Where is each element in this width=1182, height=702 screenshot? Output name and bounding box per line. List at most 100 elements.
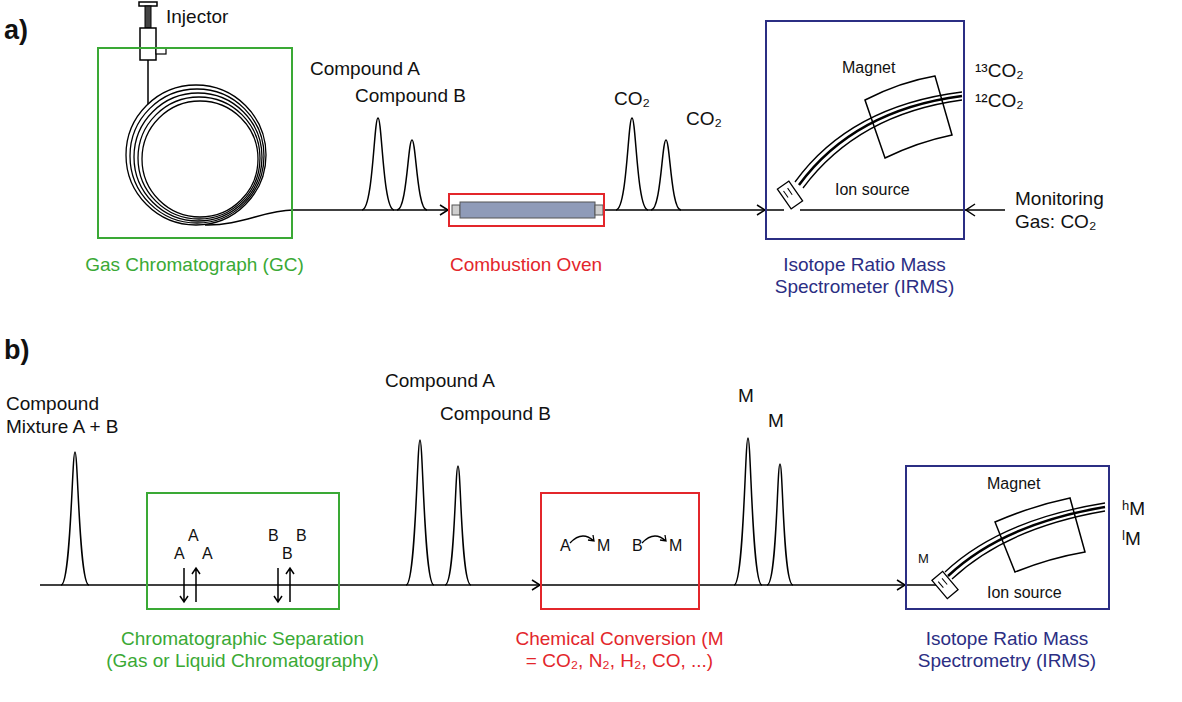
flow-line [40,584,146,586]
peak [362,118,394,210]
down-arrow [274,568,282,602]
flow-line [540,584,700,586]
peak-label: Compound A [310,58,420,81]
peak-label: M [738,385,754,408]
flow-line [146,584,340,586]
up-arrow [192,568,200,602]
curved-arrow [642,535,666,543]
plunger-thumb [139,2,157,6]
ion-source-plate [942,578,947,584]
coil-turn [142,101,258,217]
part-label: Ion source [985,583,1064,602]
peak-label: CO₂ [686,108,722,131]
coil-turn [138,97,260,219]
flow-arrow [340,584,540,586]
isotope-label: ʰM [1122,498,1145,521]
flight-tube [803,100,962,188]
isotope-label: ¹³CO₂ [975,60,1024,83]
magnet-symbol [865,76,952,158]
monitoring-gas-line [800,209,1005,211]
box-caption: Isotope Ratio Mass Spectrometer (IRMS) [730,254,1000,300]
tube-end [595,205,603,215]
box-caption: Isotope Ratio Mass Spectrometry (IRMS) [872,628,1142,674]
partition-arrows [180,568,294,602]
peak [616,118,648,210]
conversion-arrows [570,535,666,543]
peak [61,452,89,585]
plunger-rod [145,6,151,28]
ion-source-symbol [777,181,802,209]
down-arrow [180,568,188,602]
arrowhead [966,204,975,216]
chromatograph-box: Gas Chromatograph (GC) [97,47,293,239]
box-caption: Chromatographic Separation (Gas or Liqui… [83,628,403,674]
panel-letter: a) [4,14,28,46]
molecule-letter: B [632,536,643,555]
molecule-letter: B [268,526,279,545]
peak-label: M [768,410,784,433]
conversion-box: AMBMChemical Conversion (M = CO₂, N₂, H₂… [540,492,700,610]
isotope-label: ¹²CO₂ [975,90,1024,113]
molecule-letter: A [188,526,199,545]
flow-line [905,584,938,586]
separation-box: AAABBBChromatographic Separation (Gas or… [146,492,340,610]
ion-source-symbol [932,571,958,598]
flight-tube [952,511,1105,579]
part-label: Ion source [833,180,912,199]
molecule-letter: A [174,544,185,563]
peak [651,140,681,210]
molecule-letter: M [597,536,610,555]
part-label: Magnet [842,58,895,77]
molecule-letter: M [918,551,929,567]
peak [406,440,434,585]
flow-arrow [293,209,448,211]
flow-arrow [605,209,765,211]
syringe-barrel [140,28,156,60]
panel-letter: b) [4,334,29,366]
peak-label: Compound B [440,403,551,426]
oven-box: Combustion Oven [448,193,605,227]
part-label: Magnet [987,474,1040,493]
ion-source-plate [788,188,793,195]
coil-turn [134,93,262,221]
box-caption: Gas Chromatograph (GC) [45,254,345,277]
curved-arrow [570,535,594,543]
peak [445,466,471,585]
column-coil [126,85,266,225]
peak-label: Compound Mixture A + B [6,393,146,439]
syringe-needle [147,60,149,104]
peak-label: Compound B [355,85,466,108]
peak [397,140,427,210]
molecule-letter: B [282,544,293,563]
ion-beam [948,507,1105,576]
combustion-tube [460,202,595,218]
coil-turn [126,85,266,225]
peak [734,438,762,585]
peak [767,464,793,585]
tube-end [452,205,460,215]
gas-label: Monitoring Gas: CO₂ [1015,188,1147,234]
flight-tube [945,503,1105,572]
part-label: Injector [166,6,228,29]
ion-source-plate [938,582,943,588]
column-outlet [205,210,293,225]
molecule-letter: M [669,536,682,555]
ion-source-plate [784,191,789,198]
up-arrow [286,568,294,602]
gas-line [765,209,784,211]
peak-label: CO₂ [614,88,650,111]
flow-arrow [700,584,905,586]
peak-label: Compound A [385,370,495,393]
molecule-letter: B [296,526,307,545]
molecule-letter: A [202,544,213,563]
ion-beam [799,96,962,185]
coil-turn [130,89,264,223]
ion-source-body [777,181,802,209]
spectrometer-box: MagnetMIon sourceIsotope Ratio Mass Spec… [905,465,1110,610]
box-caption: Combustion Oven [406,254,646,277]
ion-source-body [932,571,958,598]
molecule-letter: A [560,536,571,555]
spectrometer-box: MagnetIon sourceIsotope Ratio Mass Spect… [765,20,965,240]
isotope-label: ˡM [1122,528,1141,551]
